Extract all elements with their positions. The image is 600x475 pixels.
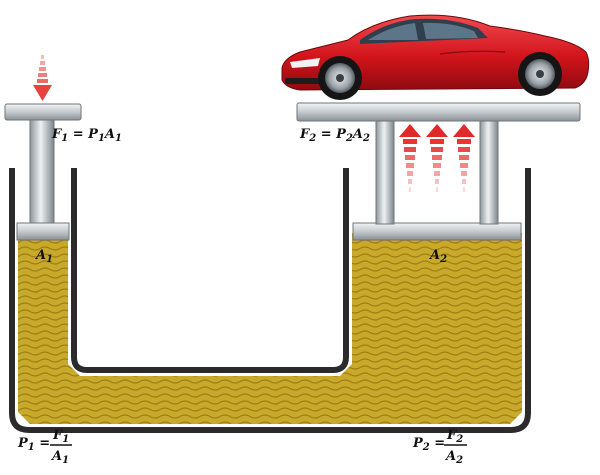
up-arrow-3 — [453, 124, 475, 192]
container-inner-wall — [71, 168, 349, 373]
right-piston — [296, 102, 581, 241]
svg-text:P2 =: P2 = — [412, 436, 445, 453]
svg-text:A2: A2 — [444, 449, 463, 466]
rear-wheel — [518, 52, 562, 96]
bottom-left-pressure-formula: P1 = F1 A1 — [17, 428, 72, 466]
left-area-label: A1 — [34, 248, 53, 265]
bottom-right-pressure-formula: P2 = F2 A2 — [412, 428, 467, 466]
up-force-arrows — [399, 124, 475, 192]
left-piston — [4, 103, 82, 241]
front-wheel — [318, 56, 362, 100]
svg-text:F2: F2 — [446, 428, 463, 445]
down-force-arrow — [33, 55, 52, 101]
container-outer-wall — [9, 168, 531, 433]
up-arrow-1 — [399, 124, 421, 192]
left-force-formula: F1 = P1A1 — [51, 127, 122, 144]
svg-text:A1: A1 — [50, 449, 69, 466]
red-sports-car — [281, 14, 590, 100]
hydraulic-fluid — [18, 233, 522, 424]
right-area-label: A2 — [428, 248, 447, 265]
right-force-formula: F2 = P2A2 — [299, 127, 370, 144]
svg-text:F1: F1 — [52, 428, 69, 445]
up-arrow-2 — [426, 124, 448, 192]
svg-text:P1 =: P1 = — [17, 436, 50, 453]
